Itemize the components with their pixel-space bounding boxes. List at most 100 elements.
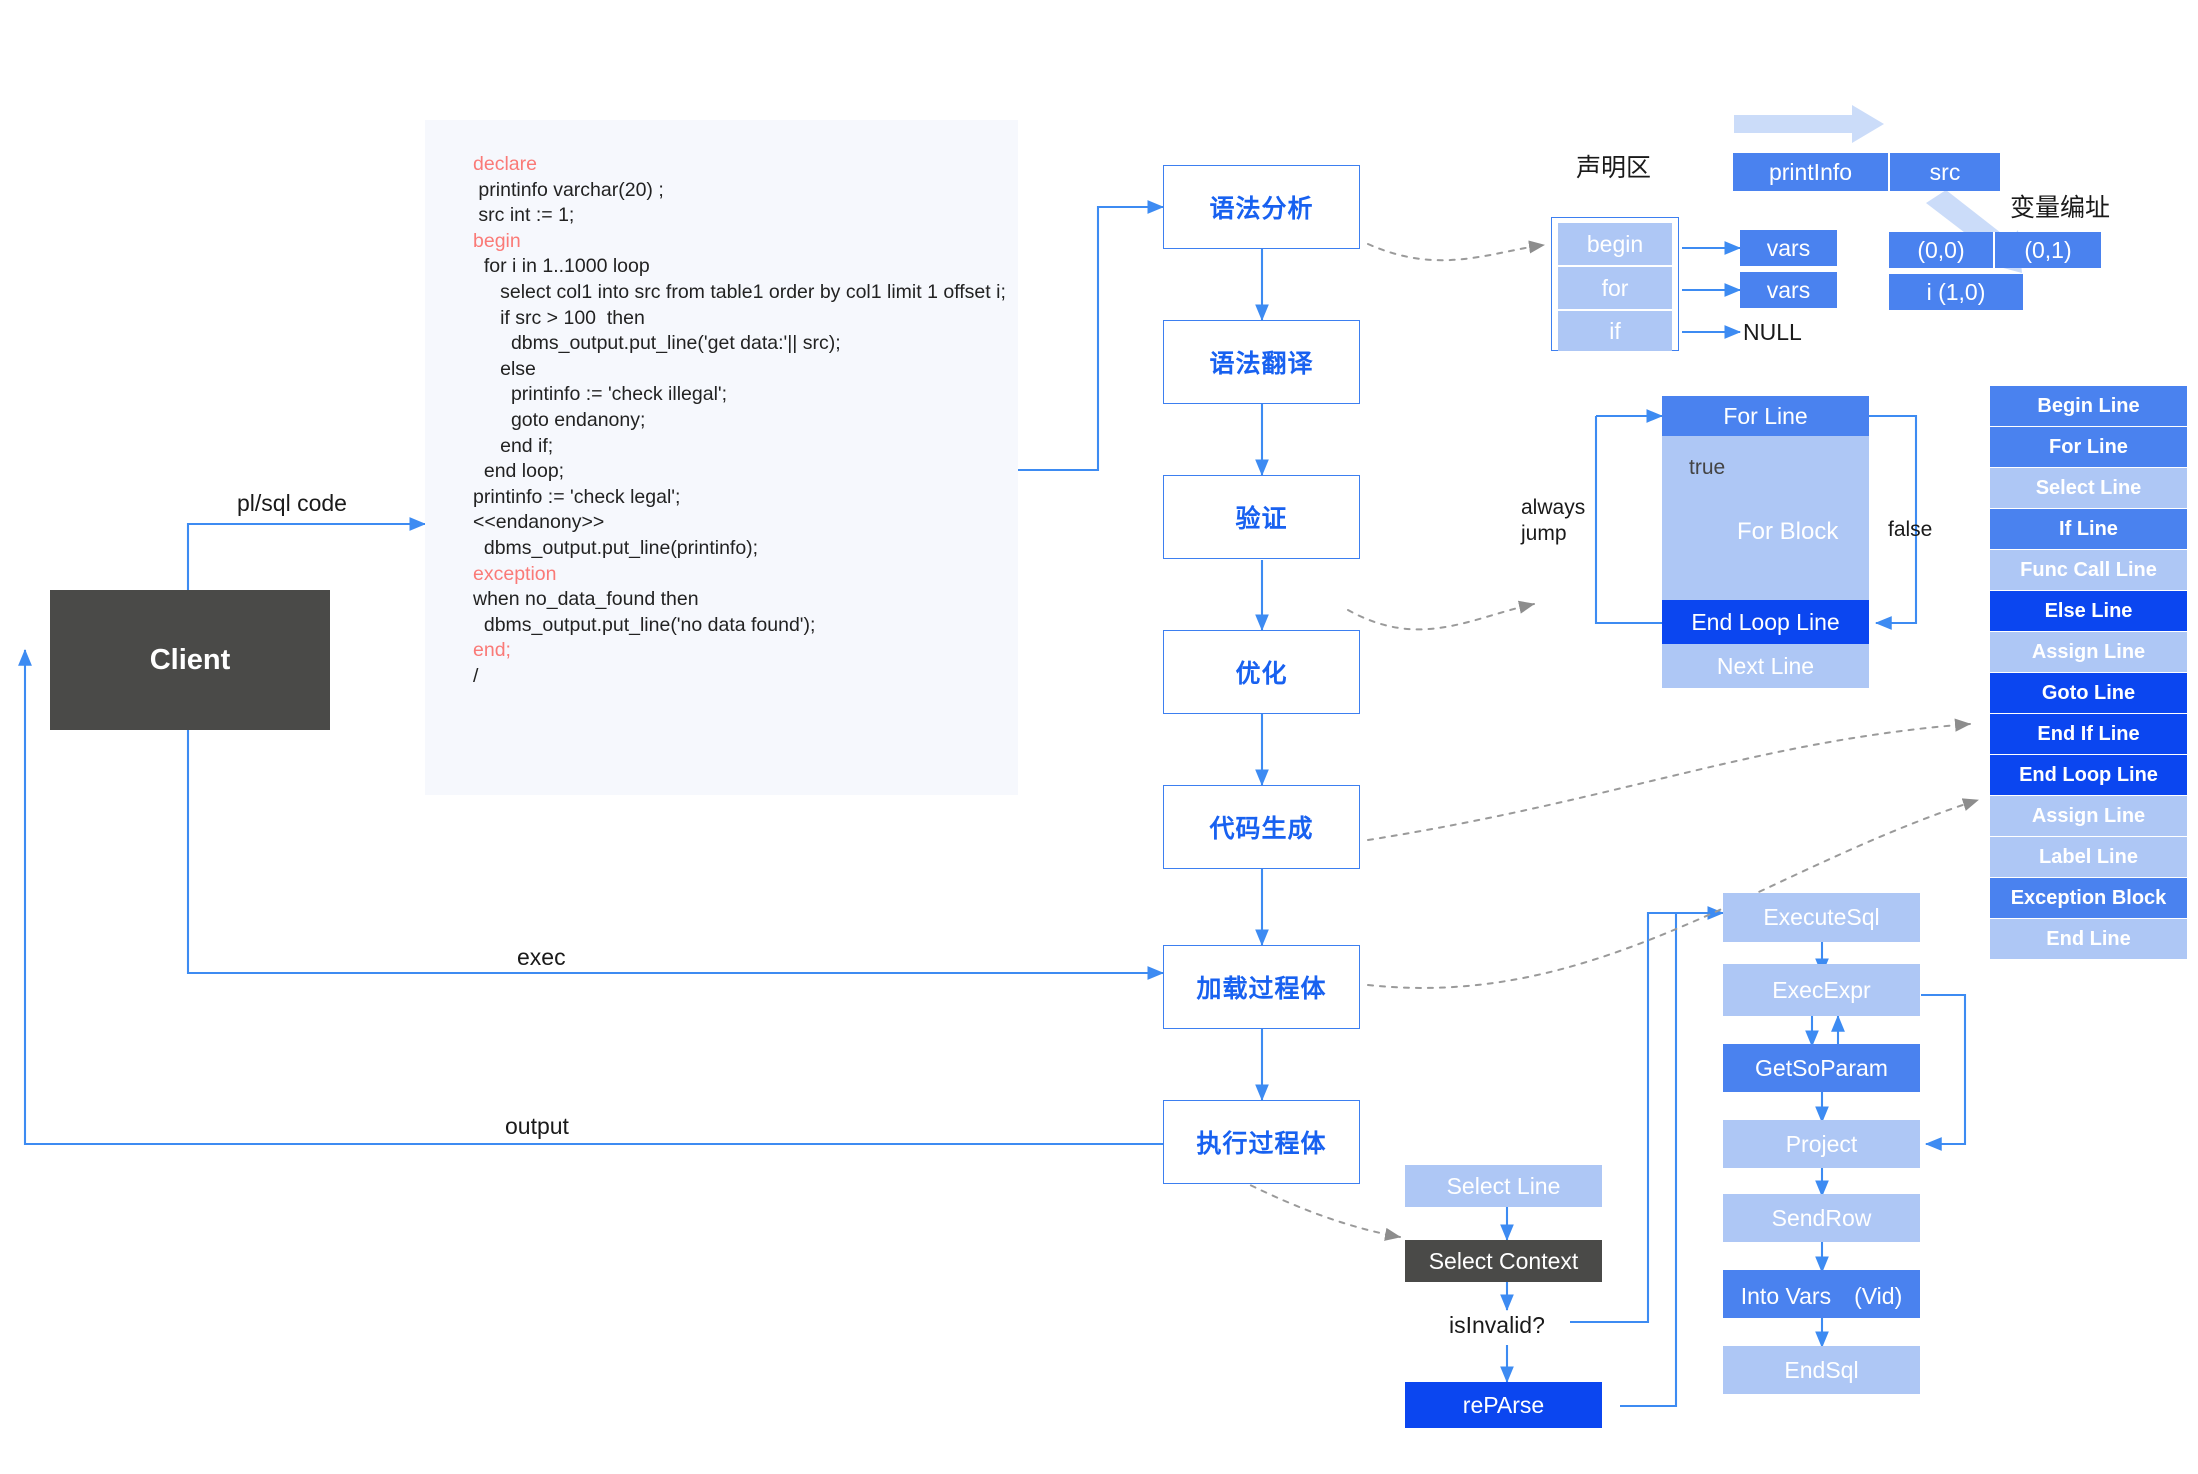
code-line: if src > 100 then [473, 306, 645, 329]
exec-step-label: Project [1785, 1130, 1858, 1157]
vars-label: vars [1766, 276, 1811, 303]
line-list-item[interactable]: Else Line [1990, 591, 2187, 632]
code-line: end; [473, 639, 511, 662]
exec-step-label: Into Vars (Vid) [1740, 1283, 1903, 1309]
code-line: else [473, 357, 536, 380]
var-name-src[interactable]: src [1890, 153, 2000, 191]
line-list-item[interactable]: Assign Line [1990, 632, 2187, 673]
code-line: printinfo := 'check illegal'; [473, 383, 728, 406]
line-list-item[interactable]: End Loop Line [1990, 755, 2187, 796]
exec-flow-endsql[interactable]: EndSql [1723, 1346, 1920, 1394]
code-line: declare [473, 153, 537, 175]
line-list-item[interactable]: Exception Block [1990, 878, 2187, 919]
stage-load-procedure-body[interactable]: 加载过程体 [1163, 945, 1360, 1029]
scope-stack-box: begin for if [1551, 217, 1679, 351]
stage-label: 优化 [1235, 660, 1288, 688]
exec-flow-executesql[interactable]: ExecuteSql [1723, 893, 1920, 942]
client-label: Client [149, 643, 231, 676]
line-list-item[interactable]: End If Line [1990, 714, 2187, 755]
scope-cell-if[interactable]: if [1558, 311, 1672, 351]
scope-cell-begin[interactable]: begin [1558, 223, 1672, 267]
loop-header-label: For Line [1723, 402, 1808, 429]
line-list-item[interactable]: If Line [1990, 509, 2187, 550]
stage-validation[interactable]: 验证 [1163, 475, 1360, 559]
line-list-item-label: Func Call Line [2020, 558, 2157, 581]
exec-flow-project[interactable]: Project [1723, 1120, 1920, 1168]
line-list-item[interactable]: Goto Line [1990, 673, 2187, 714]
stage-label: 代码生成 [1209, 815, 1314, 843]
is-invalid-label: isInvalid? [1449, 1312, 1545, 1338]
address-cell-0-0[interactable]: (0,0) [1889, 232, 1995, 268]
block-arrow-right [1734, 105, 1884, 143]
select-line-label: Select Line [1446, 1172, 1561, 1199]
line-list-item-label: Label Line [2039, 845, 2138, 868]
line-list-item-label: Assign Line [2031, 804, 2146, 827]
exec-step-label: ExecuteSql [1763, 904, 1880, 930]
false-branch-label: false [1888, 518, 1933, 541]
loop-next-line[interactable]: Next Line [1662, 644, 1869, 688]
line-list-item[interactable]: Label Line [1990, 837, 2187, 878]
line-list-item-label: End If Line [2037, 722, 2140, 745]
stage-syntax-analysis[interactable]: 语法分析 [1163, 165, 1360, 249]
loop-body-for-block[interactable]: true For Block [1662, 436, 1869, 600]
select-flow-select-context[interactable]: Select Context [1405, 1240, 1602, 1282]
vars-label: vars [1766, 234, 1811, 261]
code-line: select col1 into src from table1 order b… [473, 280, 1006, 303]
stage-code-generation[interactable]: 代码生成 [1163, 785, 1360, 869]
line-list-item[interactable]: Select Line [1990, 468, 2187, 509]
loop-end-label: End Loop Line [1691, 608, 1840, 635]
address-cell-i-1-0[interactable]: i (1,0) [1889, 274, 2023, 310]
edge-label-plsql-code: pl/sql code [237, 490, 347, 516]
loop-header-for-line[interactable]: For Line [1662, 396, 1869, 436]
exec-flow-into-vars[interactable]: Into Vars (Vid) [1723, 1270, 1920, 1318]
code-line: <<endanony>> [473, 511, 605, 534]
line-list-item[interactable]: Assign Line [1990, 796, 2187, 837]
select-flow-reparse[interactable]: rePArse [1405, 1382, 1602, 1428]
true-branch-label: true [1689, 456, 1726, 479]
stage-label: 加载过程体 [1196, 975, 1327, 1003]
stage-syntax-translation[interactable]: 语法翻译 [1163, 320, 1360, 404]
code-line: exception [473, 562, 557, 585]
reparse-label: rePArse [1462, 1391, 1545, 1418]
line-list-item-label: Goto Line [2041, 681, 2136, 704]
exec-flow-sendrow[interactable]: SendRow [1723, 1194, 1920, 1242]
scope-label: if [1609, 317, 1621, 344]
var-name-label: printInfo [1768, 158, 1853, 185]
line-list-item[interactable]: Begin Line [1990, 386, 2187, 427]
variable-address-title: 变量编址 [2010, 194, 2111, 222]
line-list-item-label: Assign Line [2031, 640, 2146, 663]
line-list-item-label: Exception Block [2010, 886, 2167, 909]
exec-flow-execexpr[interactable]: ExecExpr [1723, 964, 1920, 1016]
exec-step-label: SendRow [1771, 1204, 1872, 1231]
select-flow-select-line[interactable]: Select Line [1405, 1165, 1602, 1207]
scope-label: for [1601, 274, 1629, 301]
loop-end-line[interactable]: End Loop Line [1662, 600, 1869, 644]
line-list-item[interactable]: End Line [1990, 919, 2187, 960]
exec-flow-getsoparam[interactable]: GetSoParam [1723, 1044, 1920, 1092]
always-jump-label: always jump [1521, 495, 1585, 547]
line-list-item-label: End Line [2046, 927, 2131, 950]
vars-box-1[interactable]: vars [1740, 230, 1837, 266]
code-line: goto endanony; [473, 408, 646, 431]
var-name-printinfo[interactable]: printInfo [1733, 153, 1890, 191]
declaration-area-title: 声明区 [1576, 154, 1652, 182]
exec-step-label: ExecExpr [1772, 976, 1871, 1003]
code-line: end if; [473, 434, 554, 457]
code-line: dbms_output.put_line(printinfo); [473, 536, 759, 559]
stage-execute-procedure-body[interactable]: 执行过程体 [1163, 1100, 1360, 1184]
stage-label: 验证 [1235, 505, 1288, 533]
line-list-item[interactable]: Func Call Line [1990, 550, 2187, 591]
var-name-label: src [1929, 158, 1961, 185]
stage-label: 执行过程体 [1196, 1130, 1327, 1158]
vars-box-2[interactable]: vars [1740, 272, 1837, 308]
address-cell-0-1[interactable]: (0,1) [1995, 232, 2101, 268]
line-list-item[interactable]: For Line [1990, 427, 2187, 468]
scope-cell-for[interactable]: for [1558, 267, 1672, 311]
address-label: (0,1) [2024, 236, 2072, 263]
code-panel: declare printinfo varchar(20) ; src int … [425, 120, 1018, 795]
stage-optimization[interactable]: 优化 [1163, 630, 1360, 714]
client-box[interactable]: Client [50, 590, 330, 730]
line-list-item-label: Else Line [2044, 599, 2133, 622]
loop-body-label: For Block [1737, 518, 1839, 545]
